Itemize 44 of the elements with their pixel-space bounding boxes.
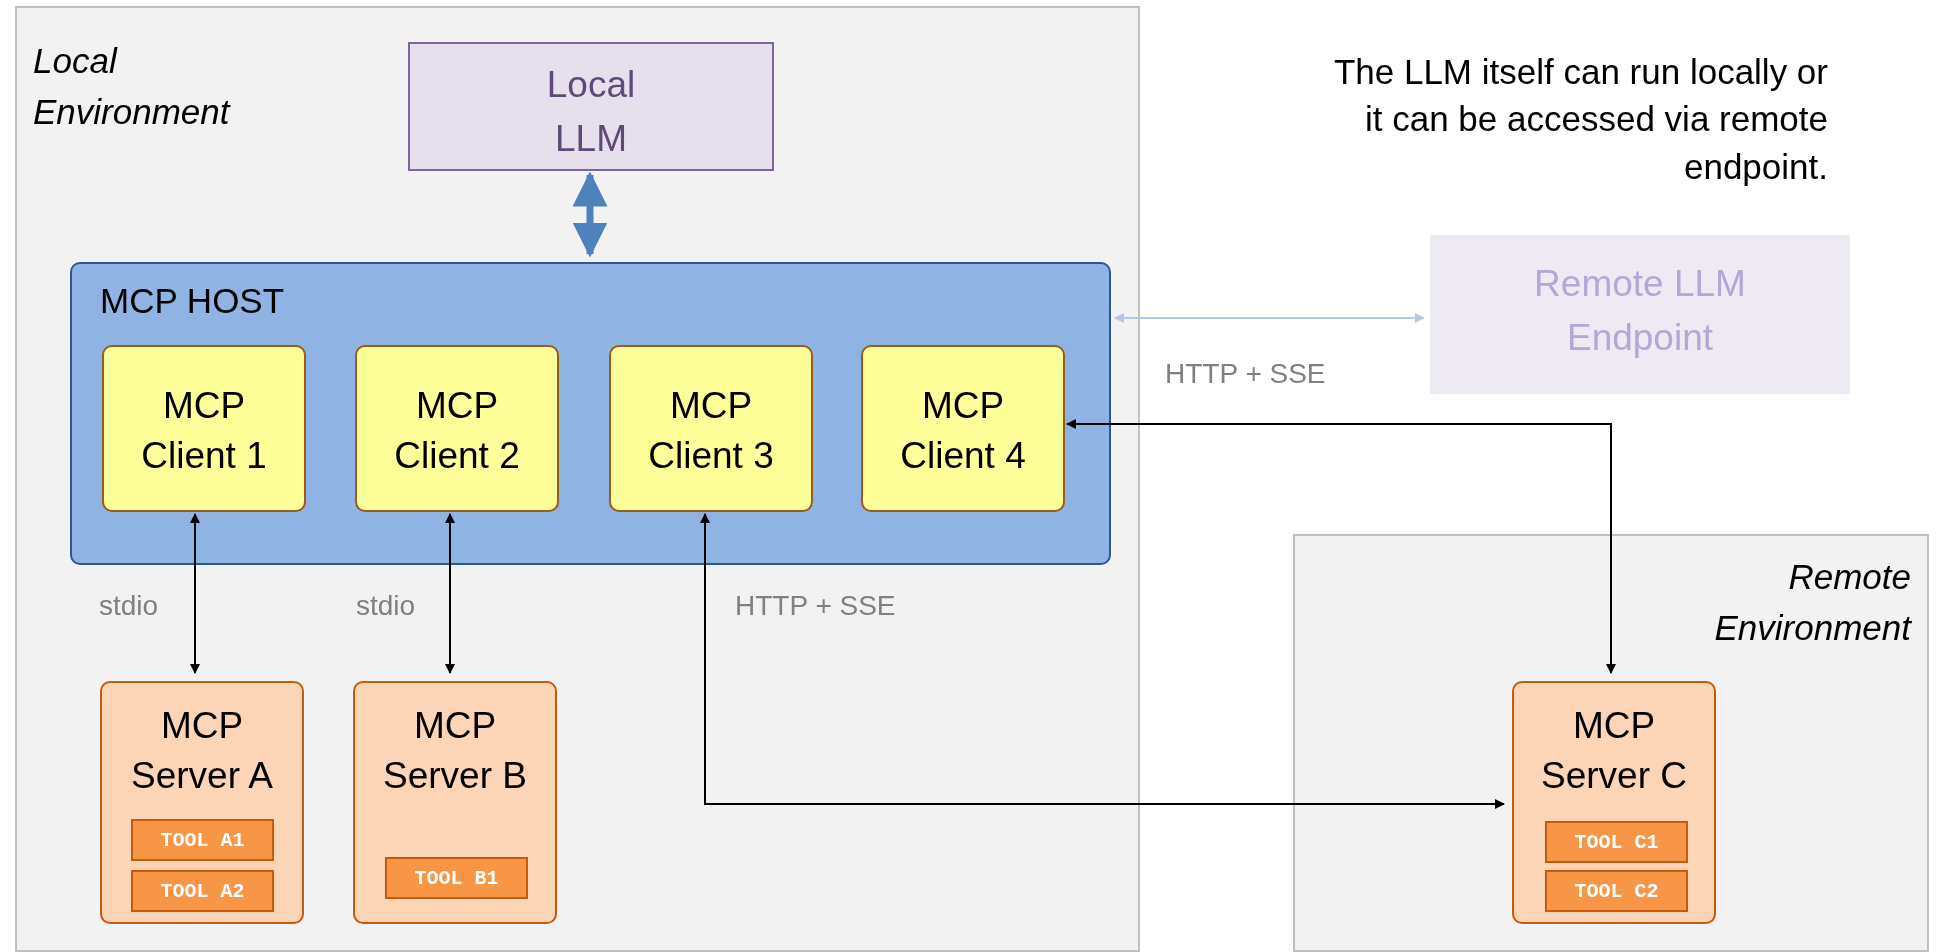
box-label: Remote LLM Endpoint	[1533, 262, 1747, 360]
client-box	[102, 345, 306, 512]
edge-label: HTTP + SSE	[1165, 358, 1326, 390]
box-label: MCP Client 3	[647, 384, 775, 478]
box-label: MCP Client 2	[393, 384, 521, 478]
edge-label: stdio	[356, 590, 416, 622]
box-label: MCP Client 4	[899, 384, 1027, 478]
tool-badge	[385, 857, 528, 899]
panel-title: Local Environment	[33, 40, 232, 133]
environment-panel	[1293, 534, 1929, 952]
box-label: MCP Server C	[1540, 704, 1688, 798]
arrow	[1066, 419, 1616, 674]
tool-label: TOOL B1	[413, 867, 500, 891]
box-label: Local LLM	[545, 63, 637, 161]
arrow	[190, 513, 200, 674]
box-label: MCP Server B	[382, 704, 528, 798]
server-box	[1512, 681, 1716, 924]
tool-badge	[1545, 821, 1688, 863]
client-box	[861, 345, 1065, 512]
panel-title: MCP HOST	[100, 280, 285, 322]
server-box	[353, 681, 557, 924]
environment-panel	[15, 6, 1140, 952]
llm-box	[408, 42, 774, 171]
arrow	[572, 171, 608, 258]
tool-label: TOOL C1	[1573, 831, 1660, 855]
arrow	[445, 513, 455, 674]
arrow	[700, 513, 1505, 809]
host-panel	[70, 262, 1111, 565]
arrow	[1114, 313, 1425, 323]
tool-badge	[1545, 870, 1688, 912]
server-box	[100, 681, 304, 924]
note-text: The LLM itself can run locally or it can be accessed via remote endpoint.	[1332, 51, 1828, 188]
client-box	[355, 345, 559, 512]
client-box	[609, 345, 813, 512]
box-label: MCP Server A	[130, 704, 274, 798]
edge-label: stdio	[99, 590, 159, 622]
tool-label: TOOL A2	[159, 880, 246, 904]
tool-label: TOOL C2	[1573, 880, 1660, 904]
tool-badge	[131, 819, 274, 861]
box-label: MCP Client 1	[140, 384, 268, 478]
tool-badge	[131, 870, 274, 912]
panel-title: Remote Environment	[1713, 556, 1911, 649]
tool-label: TOOL A1	[159, 829, 246, 853]
edge-label: HTTP + SSE	[735, 590, 896, 622]
